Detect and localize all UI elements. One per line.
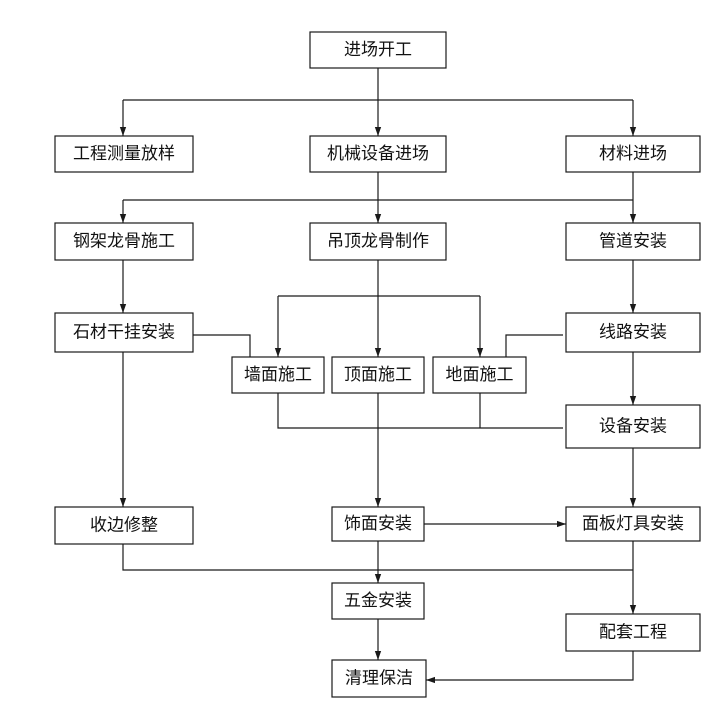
node-label: 饰面安装 xyxy=(344,514,412,534)
connectors xyxy=(119,68,637,684)
node-wall: 墙面施工 xyxy=(231,356,325,394)
node-ceiling: 顶面施工 xyxy=(331,356,425,394)
node-label: 地面施工 xyxy=(446,365,514,385)
node-label: 石材干挂安装 xyxy=(73,323,175,343)
node-label: 清理保洁 xyxy=(345,669,413,689)
connector xyxy=(122,544,633,571)
node-equipment: 设备安装 xyxy=(565,404,701,449)
connector xyxy=(277,393,563,429)
node-panels-lights: 面板灯具安装 xyxy=(565,506,701,542)
node-label: 钢架龙骨施工 xyxy=(73,232,175,252)
node-floor: 地面施工 xyxy=(432,356,527,394)
node-label: 顶面施工 xyxy=(344,365,412,385)
node-supporting: 配套工程 xyxy=(565,613,701,652)
node-stone: 石材干挂安装 xyxy=(54,312,194,353)
node-cleaning: 清理保洁 xyxy=(331,659,427,698)
node-label: 面板灯具安装 xyxy=(582,514,684,534)
node-machinery: 机械设备进场 xyxy=(309,135,447,173)
node-label: 吊顶龙骨制作 xyxy=(327,232,429,252)
node-finish: 饰面安装 xyxy=(331,506,425,542)
node-label: 机械设备进场 xyxy=(327,144,429,164)
node-hardware: 五金安装 xyxy=(331,582,425,620)
node-label: 线路安装 xyxy=(599,323,667,343)
node-wiring: 线路安装 xyxy=(565,312,701,353)
node-label: 五金安装 xyxy=(344,591,412,611)
connector xyxy=(426,651,634,684)
node-label: 工程测量放样 xyxy=(73,144,175,164)
node-start: 进场开工 xyxy=(309,31,447,69)
node-label: 配套工程 xyxy=(599,623,667,643)
node-label: 进场开工 xyxy=(344,40,412,60)
node-label: 管道安装 xyxy=(599,232,667,252)
node-label: 设备安装 xyxy=(599,417,667,437)
node-steel-frame: 钢架龙骨施工 xyxy=(54,222,194,261)
node-pipes: 管道安装 xyxy=(565,222,701,261)
node-edge-trim: 收边修整 xyxy=(54,506,194,545)
node-label: 材料进场 xyxy=(599,144,667,164)
node-label: 墙面施工 xyxy=(244,365,312,385)
node-survey: 工程测量放样 xyxy=(54,135,194,173)
node-materials: 材料进场 xyxy=(565,135,701,173)
connector xyxy=(505,334,563,360)
node-label: 收边修整 xyxy=(90,516,158,536)
node-ceiling-keel: 吊顶龙骨制作 xyxy=(309,222,447,261)
connector xyxy=(193,334,251,360)
